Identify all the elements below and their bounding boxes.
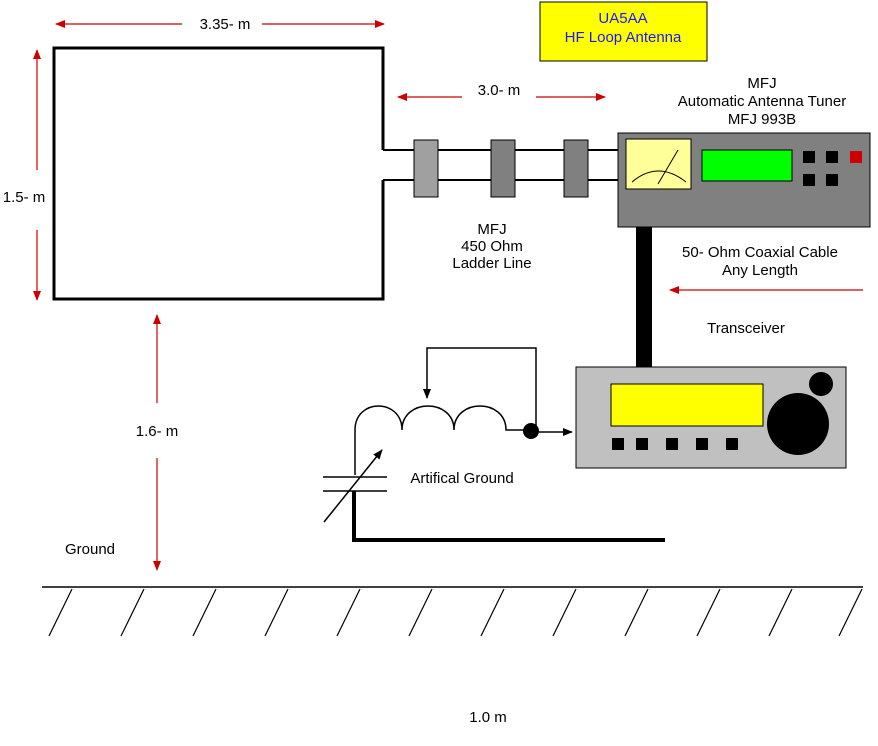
- ladder-line-label-2: 450 Ohm: [461, 238, 523, 255]
- inductor-coil: [354, 405, 526, 475]
- ground-symbol: [42, 586, 863, 637]
- ladder-line-label-1: MFJ: [477, 221, 506, 238]
- transceiver-button: [696, 438, 708, 450]
- artificial-ground-label: Artifical Ground: [410, 470, 513, 487]
- height-label: 1.6- m: [136, 423, 179, 440]
- title-line1: UA5AA: [598, 10, 647, 27]
- capacitor-variable-arrow: [323, 449, 383, 523]
- loop-antenna: [52, 46, 385, 301]
- junction-dot: [523, 423, 539, 439]
- ladder-line: [413, 139, 618, 198]
- title-line2: HF Loop Antenna: [565, 29, 682, 46]
- ladder-length-dimension: 3.0- m: [397, 82, 606, 101]
- coax-cable: [636, 227, 652, 367]
- height-dimension: 1.6- m: [136, 314, 179, 571]
- artificial-ground-network: [323, 347, 665, 542]
- loop-height-label: 1.5- m: [3, 189, 46, 206]
- loop-width-label: 3.35- m: [200, 16, 251, 33]
- ground-label: Ground: [65, 541, 115, 558]
- tuner-button: [826, 151, 838, 163]
- tuner-button: [826, 174, 838, 186]
- coax-label-2: Any Length: [722, 262, 798, 279]
- transceiver: [575, 366, 847, 469]
- tuner-label-1: MFJ: [747, 75, 776, 92]
- ladder-spacer-1: [413, 139, 439, 198]
- ladder-length-label: 3.0- m: [478, 82, 521, 99]
- loop-height-dimension: 1.5- m: [3, 49, 46, 301]
- ladder-line-label-3: Ladder Line: [452, 255, 531, 272]
- bottom-label: 1.0 m: [469, 709, 507, 726]
- ladder-spacer-3: [563, 139, 589, 198]
- title-box: UA5AA HF Loop Antenna: [539, 1, 708, 62]
- tuner-led: [850, 151, 862, 163]
- coax-label-1: 50- Ohm Coaxial Cable: [682, 244, 838, 261]
- tuner-meter: [625, 138, 692, 190]
- transceiver-tuning-knob: [767, 393, 829, 455]
- antenna-tuner: [617, 132, 871, 228]
- ladder-spacer-2: [490, 139, 516, 198]
- transceiver-button: [666, 438, 678, 450]
- transceiver-label: Transceiver: [707, 320, 785, 337]
- loop-width-dimension: 3.35- m: [55, 16, 385, 33]
- transceiver-display: [610, 383, 764, 427]
- transceiver-button: [636, 438, 648, 450]
- transceiver-button: [726, 438, 738, 450]
- transceiver-button: [612, 438, 624, 450]
- tuner-label-2: Automatic Antenna Tuner: [678, 93, 846, 110]
- tuner-button: [803, 151, 815, 163]
- transceiver-small-knob: [809, 372, 833, 396]
- tuner-button: [803, 174, 815, 186]
- coil-tap: [423, 347, 537, 430]
- ground-wire: [352, 491, 665, 542]
- tuner-display: [701, 149, 793, 182]
- tuner-label-3: MFJ 993B: [728, 111, 796, 128]
